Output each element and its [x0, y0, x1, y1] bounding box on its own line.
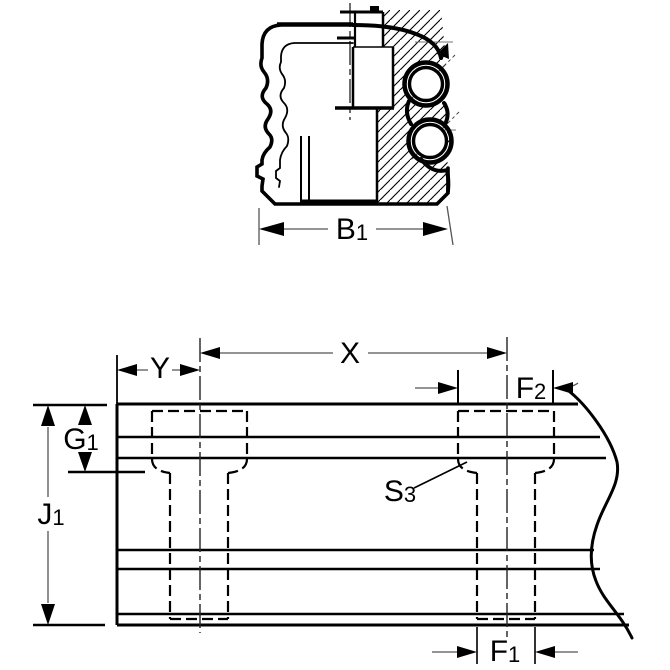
dimension-f2: F2: [415, 370, 579, 405]
y-arrow-left: [117, 364, 137, 376]
ball-tracks: [351, 23, 454, 193]
carriage-seal-contour: [275, 42, 354, 188]
dimension-label-x: X: [340, 337, 360, 370]
y-arrow-right: [180, 364, 200, 376]
j1-arrow-up: [41, 405, 55, 426]
bolt-hole-left: [150, 409, 249, 621]
lower-lip: [419, 157, 451, 193]
b1-arrow-right: [423, 222, 448, 236]
f2-arrow-left: [438, 382, 458, 394]
dimension-label-f1: F1: [490, 635, 521, 668]
rail-side-view: Y X F2 G1: [33, 337, 634, 668]
f1-extension-lines: [476, 627, 536, 664]
rail-body: [115, 355, 634, 640]
dimension-label-b1: B1: [336, 213, 368, 246]
f1-arrow-left: [457, 646, 477, 658]
f1-arrow-right: [535, 646, 555, 658]
dimension-x: X: [200, 337, 507, 370]
dimension-j1: J1: [33, 405, 105, 627]
bolt-hole-tab: [370, 6, 379, 13]
end-seal-lip: [351, 23, 443, 60]
cross-section-view: B1: [255, 3, 460, 246]
dimension-label-s3: S3: [384, 475, 416, 508]
dimension-label-f2: F2: [516, 372, 547, 405]
carriage-bolt-hole: [337, 6, 385, 47]
j1-arrow-down: [41, 604, 55, 625]
rail-section-hatch: [377, 10, 453, 204]
dimension-label-g1: G1: [63, 423, 99, 456]
x-arrow-right: [487, 347, 507, 359]
track-wedge: [437, 43, 449, 59]
carriage-leg-inner-edges: [300, 136, 310, 203]
f2-extension-ticks: [457, 370, 554, 403]
lower-ball-track: [406, 117, 454, 165]
dimension-y: Y: [117, 352, 200, 385]
bolt-hole-right: [456, 409, 556, 621]
dimension-g1: G1: [33, 403, 145, 474]
track-lip-left: [404, 99, 413, 126]
x-arrow-left: [200, 347, 220, 359]
rail-bolt-counterbore: [335, 46, 395, 203]
track-lip-right: [442, 101, 450, 124]
s3-leader-line: [413, 461, 468, 489]
f2-arrow-right: [553, 382, 573, 394]
g1-arrow-up: [78, 405, 92, 425]
callout-s3: S3: [384, 461, 468, 508]
dimension-label-y: Y: [150, 352, 170, 385]
lower-ball: [411, 122, 449, 160]
upper-ball-track: [402, 60, 450, 108]
g1-arrow-down: [78, 452, 92, 472]
carriage-bottom-bar: [300, 199, 378, 205]
upper-ball: [407, 65, 445, 103]
dimension-f1: F1: [432, 627, 578, 668]
carriage-outer-contour: [255, 23, 450, 206]
break-line: [568, 390, 634, 640]
dimension-b1: B1: [258, 205, 454, 246]
b1-extension-lines: [258, 205, 454, 246]
b1-arrow-left: [259, 222, 284, 236]
dimension-label-j1: J1: [37, 498, 64, 531]
